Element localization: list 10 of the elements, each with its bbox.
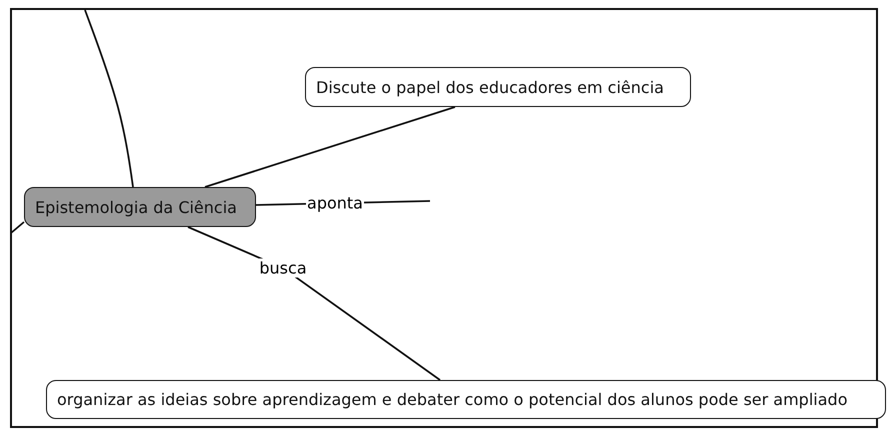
connector-line: [84, 10, 134, 188]
connector-line: [204, 106, 456, 188]
concept-text: Epistemologia da Ciência: [35, 198, 237, 216]
concept-box: [24, 187, 256, 227]
connector-line: [10, 221, 25, 234]
concept-box: [305, 67, 691, 107]
edge-label: busca: [258, 258, 308, 278]
concept-text: Discute o papel dos educadores em ciência: [316, 78, 664, 96]
concept-text: organizar as ideias sobre aprendizagem e debater como o potencial dos alunos pode ser ampliado: [57, 390, 848, 409]
concept-box: [46, 380, 886, 419]
